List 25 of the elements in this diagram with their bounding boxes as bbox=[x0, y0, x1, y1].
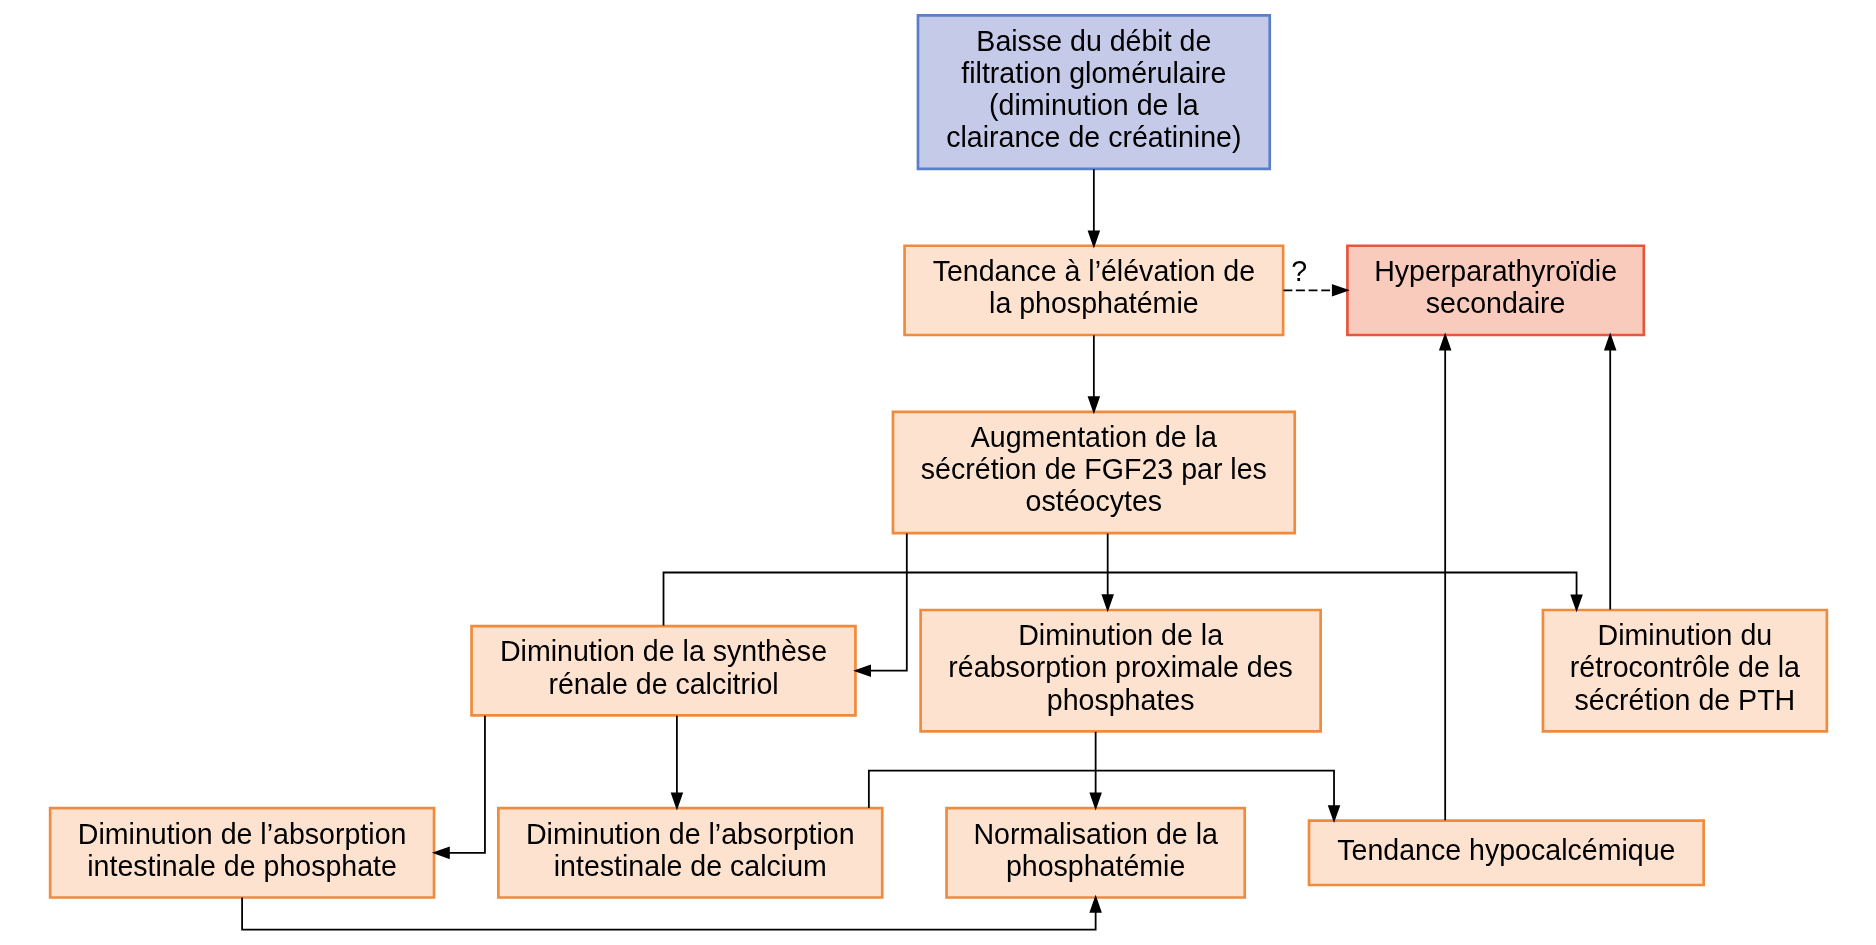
arrow bbox=[1088, 730, 1102, 811]
arrow bbox=[240, 894, 1102, 931]
arrow bbox=[431, 714, 486, 860]
node-box: Hyperparathyroïdie secondaire bbox=[1345, 244, 1645, 337]
arrow bbox=[867, 769, 1340, 824]
node-box: Normalisation de la phosphatémie bbox=[944, 806, 1246, 899]
node-box: Diminution de l’absorption intestinale de phosphate bbox=[48, 806, 435, 899]
arrow bbox=[1282, 284, 1350, 297]
arrow bbox=[1087, 168, 1100, 249]
node-box: Tendance à l’élévation de la phosphatémie bbox=[902, 244, 1284, 337]
node-box: Diminution de la synthèse rénale de calcitriol bbox=[469, 624, 857, 717]
node-box: Tendance hypocalcémique bbox=[1307, 819, 1705, 887]
edge-label: ? bbox=[1290, 255, 1307, 288]
arrow bbox=[1603, 332, 1616, 611]
arrow bbox=[1438, 332, 1451, 822]
arrow bbox=[1087, 334, 1100, 415]
node-box: Diminution du rétrocontrôle de la sécrétion de PTH bbox=[1541, 608, 1828, 733]
arrow bbox=[852, 532, 908, 677]
arrow bbox=[662, 571, 1583, 627]
node-box: Diminution de la réabsorption proximale des phosphates bbox=[918, 608, 1322, 733]
arrow bbox=[670, 714, 683, 811]
arrow bbox=[1100, 532, 1114, 613]
node-box: Diminution de l’absorption intestinale de calcium bbox=[496, 806, 884, 899]
node-box: Augmentation de la sécrétion de FGF23 par les ostéocytes bbox=[891, 410, 1296, 535]
node-box: Baisse du débit de filtration glomérulaire (diminution de la clairance de créatinine) bbox=[916, 14, 1271, 171]
